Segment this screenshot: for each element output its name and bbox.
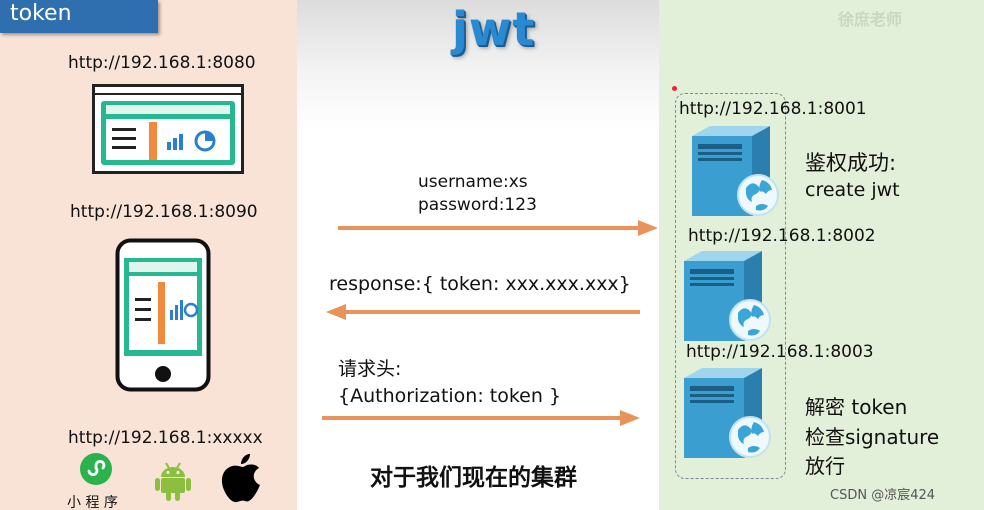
apple-icon: [221, 454, 260, 503]
web-client-url: http://192.168.1:8080: [68, 53, 256, 73]
server-1-url: http://192.168.1:8001: [679, 99, 867, 119]
mini-program-label: 小 程 序: [67, 495, 118, 510]
mobile-client-url: http://192.168.1:8090: [70, 202, 258, 222]
server-cluster-box: [675, 93, 786, 479]
jwt-logo: jwt: [452, 2, 536, 56]
token-tab: token: [0, 0, 158, 33]
auth-success-note: 鉴权成功:: [805, 151, 897, 175]
check-signature-note: 检查signature: [805, 425, 940, 449]
footer-caption: 对于我们现在的集群: [370, 465, 577, 491]
mobile-app-icon: [115, 238, 211, 392]
request-header-value: {Authorization: token }: [338, 385, 562, 407]
token-response-arrow: [326, 304, 640, 320]
token-tab-label: token: [10, 1, 72, 26]
mini-program-icon: [80, 453, 112, 485]
browser-app-icon: [92, 84, 244, 174]
decrypt-token-note: 解密 token: [805, 395, 908, 419]
server-2-url: http://192.168.1:8002: [688, 226, 876, 246]
watermark: 徐庶老师: [838, 10, 903, 29]
auth-request-arrow: [322, 410, 640, 426]
server-2-icon: [684, 251, 771, 341]
server-3-icon: [684, 368, 771, 458]
red-marker: [672, 86, 677, 91]
server-3-url: http://192.168.1:8003: [686, 342, 874, 362]
server-1-icon: [692, 126, 779, 216]
login-request-arrow: [338, 220, 658, 236]
pass-note: 放行: [805, 454, 845, 478]
message-panel: [297, 0, 659, 510]
request-header-title: 请求头:: [338, 358, 402, 380]
login-password: password:123: [418, 195, 537, 215]
android-icon: [155, 462, 191, 501]
create-jwt-note: create jwt: [805, 179, 900, 201]
other-client-url: http://192.168.1:xxxxx: [68, 428, 263, 448]
login-username: username:xs: [418, 172, 528, 192]
response-message: response:{ token: xxx.xxx.xxx}: [329, 273, 631, 295]
csdn-credit: CSDN @凉宸424: [830, 488, 936, 503]
